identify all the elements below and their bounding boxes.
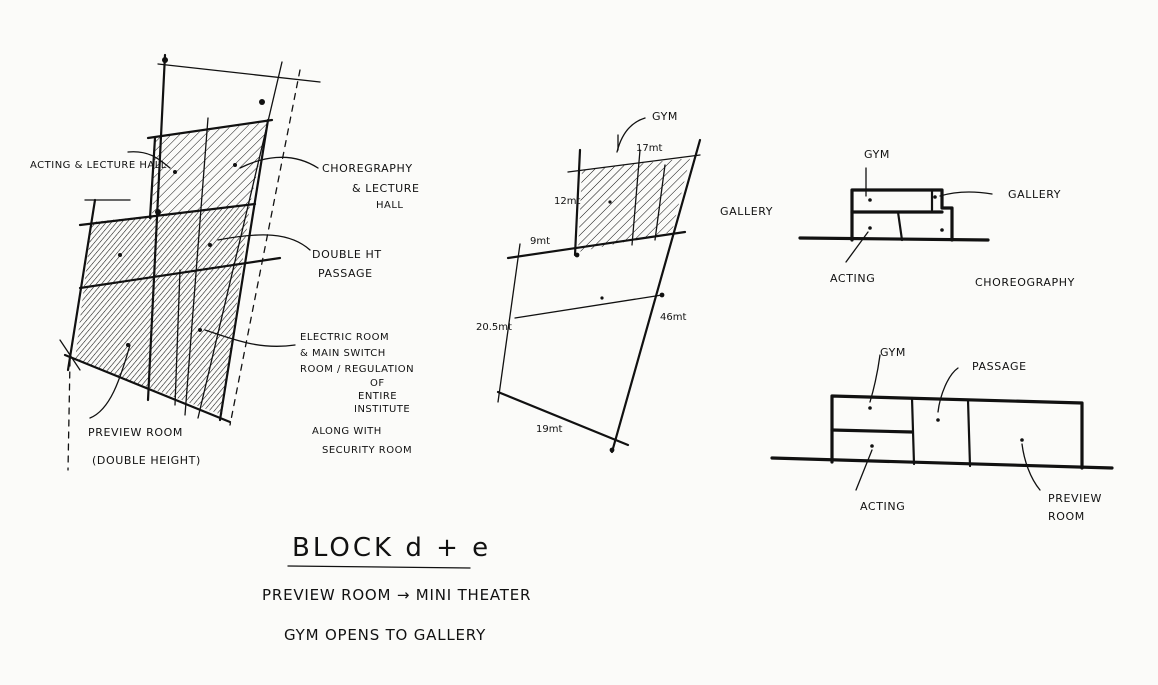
wall: [654, 164, 666, 241]
passage-label: PASSAGE: [972, 360, 1027, 373]
gallery-label: GALLERY: [1008, 188, 1061, 201]
preview-label: PREVIEW: [1048, 492, 1102, 505]
wall: [514, 294, 663, 319]
wall: [78, 202, 257, 227]
gym-shading: [578, 158, 690, 252]
wall: [146, 118, 274, 140]
wall: [631, 149, 641, 246]
dim-left-long: 20.5mt: [476, 322, 512, 333]
passage-label: PASSAGE: [318, 267, 373, 280]
ground-line: [770, 456, 1114, 470]
wall: [497, 243, 521, 403]
wall: [63, 353, 232, 424]
acting-lecture-hall-label: ACTING & LECTURE HALL: [30, 160, 167, 171]
gym-label: GYM: [880, 346, 906, 359]
plan-left: ACTING & LECTURE HALL CHOREGRAPHY & LECT…: [30, 53, 420, 471]
main-switch-label: & MAIN SWITCH: [300, 348, 386, 359]
grid-line: [146, 53, 167, 402]
choreography-label: CHOREOGRAPHY: [975, 276, 1075, 289]
wall: [184, 117, 209, 416]
preview-room-label: PREVIEW ROOM: [88, 426, 183, 439]
wall: [67, 359, 71, 471]
institute-label: INSTITUTE: [354, 404, 410, 415]
gym-label: GYM: [864, 148, 890, 161]
lecture-label: & LECTURE: [352, 182, 420, 195]
grid-line: [59, 339, 81, 371]
room-label: ROOM: [1048, 510, 1085, 523]
gym-label: GYM: [652, 110, 678, 123]
note-preview-room: PREVIEW ROOM → MINI THEATER: [262, 586, 531, 604]
security-room-label: SECURITY ROOM: [322, 445, 412, 456]
notes: BLOCK d + e PREVIEW ROOM → MINI THEATER …: [262, 533, 531, 644]
grid-line: [229, 69, 301, 426]
block-title: BLOCK d + e: [292, 533, 491, 563]
acting-label: ACTING: [860, 500, 905, 513]
double-ht-label: DOUBLE HT: [312, 248, 382, 261]
section-lower: GYM PASSAGE ACTING PREVIEW ROOM: [770, 346, 1114, 523]
lower-block-shading: [75, 205, 250, 415]
dim-right-long: 46mt: [660, 312, 686, 323]
electric-room-label: ELECTRIC ROOM: [300, 332, 389, 343]
double-height-label: (DOUBLE HEIGHT): [92, 454, 201, 467]
gallery-label: GALLERY: [720, 205, 773, 218]
wall: [567, 154, 701, 173]
of-label: OF: [370, 378, 385, 389]
regulation-label: ROOM / REGULATION: [300, 364, 414, 375]
wall: [496, 390, 630, 447]
dim-left-upper: 12mt: [554, 196, 580, 207]
choreography-hall-shading: [152, 122, 268, 218]
ground-line: [798, 236, 990, 242]
entire-label: ENTIRE: [358, 391, 397, 402]
grid-line: [157, 63, 321, 83]
section-upper: GYM GALLERY ACTING CHOREOGRAPHY: [798, 148, 1075, 289]
hall-label: HALL: [376, 200, 404, 211]
along-with-label: ALONG WITH: [312, 426, 382, 437]
wall: [573, 148, 582, 257]
wall: [218, 118, 270, 422]
title-underline: [287, 565, 471, 569]
wall: [66, 198, 97, 372]
plan-middle: GYM GALLERY 17mt 12mt 9mt 20.5mt 46mt 19…: [476, 110, 773, 454]
acting-label: ACTING: [830, 272, 875, 285]
dim-left-mid: 9mt: [530, 236, 550, 247]
choreography-label: CHOREGRAPHY: [322, 162, 413, 175]
wall: [174, 269, 181, 406]
dim-bottom: 19mt: [536, 424, 562, 435]
section-outline: [850, 188, 954, 242]
wall: [148, 136, 157, 220]
dim-top: 17mt: [636, 143, 662, 154]
note-gym-gallery: GYM OPENS TO GALLERY: [284, 626, 486, 644]
